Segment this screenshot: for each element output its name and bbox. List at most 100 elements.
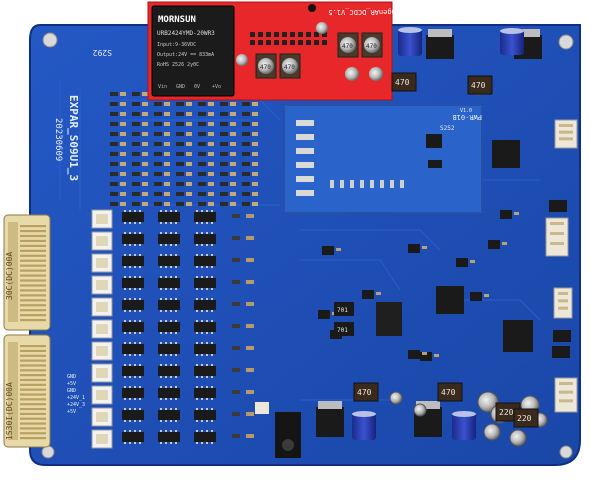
pin-label: GND [67, 374, 76, 380]
chip-pin [165, 376, 167, 378]
smd-cap [208, 202, 214, 206]
chip-pin [201, 210, 203, 212]
pin-label: +24V_3 [67, 402, 85, 408]
chip-pin [134, 276, 136, 278]
header-pin [282, 32, 287, 37]
soic-chip [122, 410, 144, 420]
chip-pin [175, 354, 177, 356]
jst-pin [559, 137, 573, 141]
chip-pin [129, 310, 131, 312]
smd-inductor-cap [353, 382, 379, 402]
soic-chip [122, 322, 144, 332]
chip-pin [165, 430, 167, 432]
smd-cap [186, 112, 192, 116]
pin-label: +24V_1 [67, 395, 85, 401]
chip-pin [201, 276, 203, 278]
chip-pin [170, 442, 172, 444]
smd-resistor [132, 202, 140, 206]
smd-cap [164, 102, 170, 106]
smd-cap [252, 182, 258, 186]
chip-pin [196, 442, 198, 444]
chip-pin [175, 244, 177, 246]
chip-pin [129, 332, 131, 334]
chip-pin [129, 276, 131, 278]
smd-cap [230, 152, 236, 156]
smd-resistor [242, 182, 250, 186]
chip-pin [139, 342, 141, 344]
chip-pin [170, 254, 172, 256]
jst-connector [553, 287, 573, 319]
chip-pin [196, 320, 198, 322]
chip-pin [211, 386, 213, 388]
smd-resistor [132, 182, 140, 186]
smd-ic [408, 244, 420, 253]
smd-cap [252, 162, 258, 166]
connector-pin [20, 244, 46, 247]
chip-pin [124, 320, 126, 322]
chip-pin [175, 386, 177, 388]
smd-cap [186, 192, 192, 196]
smd-resistor [154, 202, 162, 206]
smd-cap [142, 162, 148, 166]
soic-chip [122, 212, 144, 222]
smd-resistor [132, 122, 140, 126]
chip-pin [211, 222, 213, 224]
smd-resistor [242, 102, 250, 106]
jst-pin [558, 306, 568, 310]
chip-pin [129, 398, 131, 400]
smd-cap [164, 172, 170, 176]
smd-resistor [232, 324, 240, 328]
connector-top-label: 30C(DC)00A [5, 252, 14, 300]
chip-pin [124, 210, 126, 212]
connector-pin [20, 412, 46, 415]
smd-resistor [198, 172, 206, 176]
small-cap [236, 54, 248, 66]
chip-pin [165, 210, 167, 212]
chip-pin [160, 310, 162, 312]
chip-pin [129, 288, 131, 290]
smd-passive [422, 246, 427, 249]
smd-cap [208, 122, 214, 126]
small-cap [369, 67, 383, 81]
electrolytic-capacitor [500, 29, 524, 55]
smd-cap [120, 102, 126, 106]
chip-pin [196, 420, 198, 422]
smd-resistor [154, 122, 162, 126]
buzzer [503, 320, 533, 352]
pin-label: +5V [67, 381, 76, 387]
cap-top [282, 58, 298, 74]
dc-jack [275, 412, 301, 458]
smd-resistor [110, 132, 118, 136]
chip-pin [206, 420, 208, 422]
chip-pin [201, 266, 203, 268]
connector-pin [20, 393, 46, 396]
chip-pin [201, 386, 203, 388]
smd-cap [186, 162, 192, 166]
smd-ic [318, 310, 330, 319]
smd-cap [230, 102, 236, 106]
soic-chip [158, 234, 180, 244]
smd-cap [252, 142, 258, 146]
header-pad [350, 180, 354, 188]
smd-cap [230, 172, 236, 176]
mornsun-pin-label: GND [176, 84, 185, 90]
soic-chip [158, 432, 180, 442]
chip-pin [196, 430, 198, 432]
smd-cap [252, 202, 258, 206]
smd-cap [164, 162, 170, 166]
connector-pin [20, 225, 46, 228]
chip-pin [206, 254, 208, 256]
chip-pin [206, 298, 208, 300]
shielded-inductor [334, 302, 354, 316]
opto-window [96, 412, 108, 422]
jst-pin [550, 242, 564, 245]
chip-pin [160, 244, 162, 246]
soic-chip [122, 256, 144, 266]
smd-cap [120, 92, 126, 96]
shielded-inductor [334, 322, 354, 336]
soic-chip [158, 344, 180, 354]
connector-pin [20, 314, 46, 317]
smd-cap [252, 172, 258, 176]
connector-pin [20, 229, 46, 233]
